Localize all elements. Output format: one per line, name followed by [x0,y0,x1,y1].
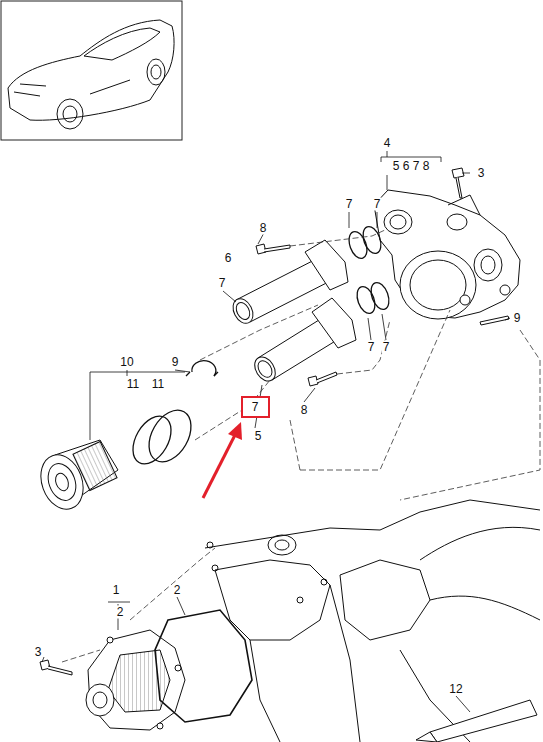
callout-number: 4 [383,137,392,150]
bolt [40,168,509,675]
callout-number: 5 [254,430,263,443]
water-pump [86,630,185,730]
callout-number: 1 [112,584,121,597]
car-thumbnail [1,1,182,140]
callout-number: 2 [116,606,125,619]
paste-tube [416,700,537,742]
o-ring [125,224,392,470]
coolant-pipe [229,240,356,385]
callout-number: 3 [477,167,486,180]
callout-number: 2 [173,584,182,597]
callout-number: 3 [34,646,43,659]
leader-line [42,151,510,712]
assembly-line [62,230,540,662]
callout-number: 7 [382,341,391,354]
callout-number: 11 [151,378,165,391]
callout-number: 7 [218,277,227,290]
thermostat-housing [374,190,520,319]
callout-number: 6 [224,252,233,265]
callout-number: 12 [448,683,463,696]
engine-block [205,500,540,742]
callout-number: 9 [171,356,180,369]
callout-number: 9 [513,312,522,325]
callout-number: 5 6 7 8 [392,160,431,173]
callout-number: 7 [252,401,259,414]
callout-number: 11 [126,378,140,391]
callout-number: 10 [119,356,134,369]
thermostat [34,440,118,515]
callout-number: 8 [259,222,268,235]
pin [480,316,509,325]
callout-number: 7 [367,341,376,354]
pointer-arrow [203,422,242,498]
gasket [155,610,252,722]
callout-number: 7 [373,198,382,211]
callout-number: 8 [300,404,309,417]
callout-number: 7 [345,198,354,211]
highlight-box: 7 [241,396,270,418]
